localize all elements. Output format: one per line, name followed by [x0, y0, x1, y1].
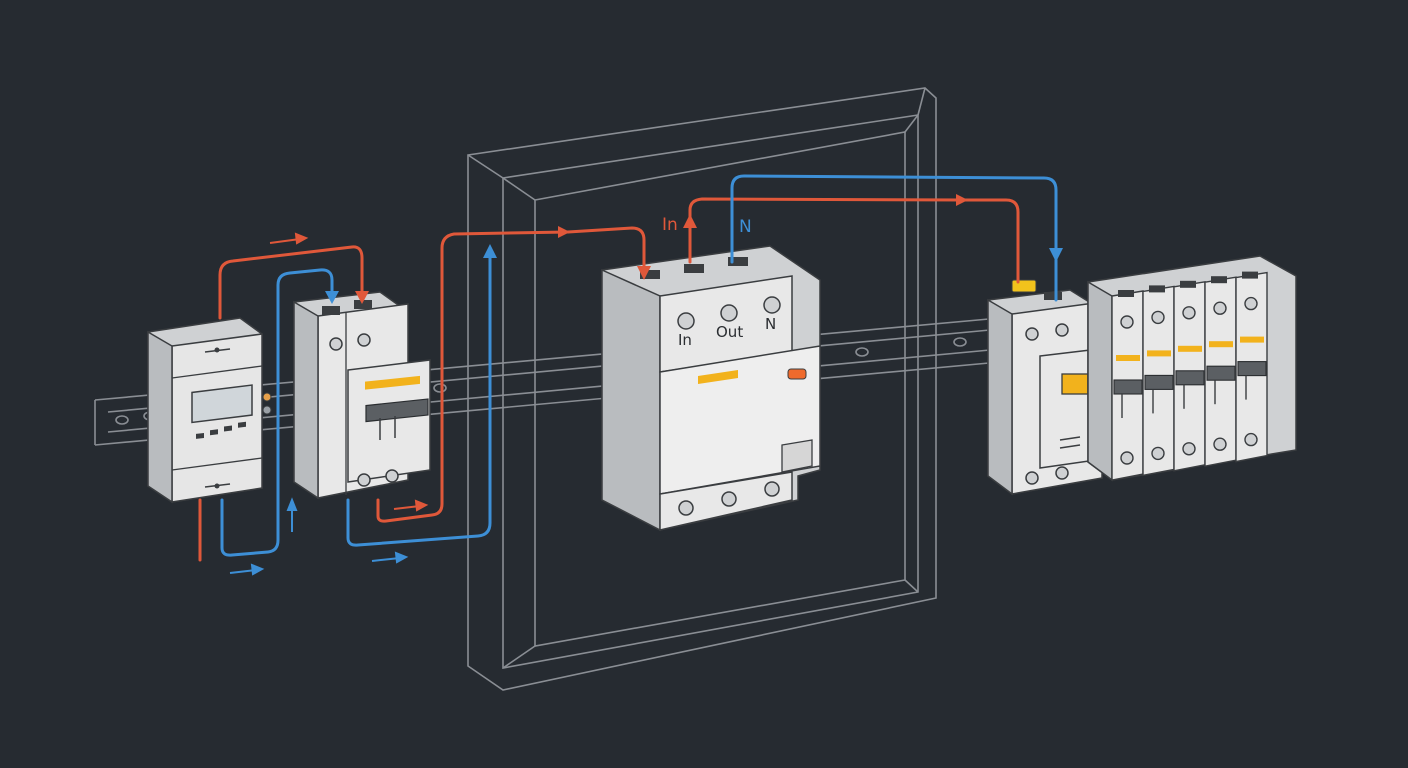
mcb-group — [1087, 255, 1297, 482]
terminal-label-in: In — [678, 331, 692, 349]
live-wire — [198, 197, 1020, 562]
mcb-module — [1111, 290, 1144, 481]
meter-led — [262, 405, 272, 415]
terminal-label-out: Out — [716, 323, 743, 341]
meter-display — [191, 384, 253, 424]
terminal-label-n: N — [765, 315, 776, 333]
meter-buttons — [196, 421, 246, 439]
mcb-module — [1204, 276, 1237, 468]
neutral-flow-arrows — [229, 497, 409, 576]
rcd-accent — [698, 370, 738, 384]
rcbo-test-button — [1061, 373, 1089, 395]
energy-meter — [147, 317, 272, 504]
wire-label-in: In — [662, 215, 678, 235]
rcd-indicator — [787, 368, 807, 380]
live-flow-arrows — [269, 232, 429, 512]
live-wire-arrows — [355, 194, 968, 304]
neutral-wire-arrows — [325, 244, 1063, 304]
mcb-module — [1235, 271, 1268, 463]
mcb-module — [1173, 280, 1206, 472]
enclosure-frame — [467, 87, 937, 691]
mcb-module — [1142, 285, 1175, 477]
breaker-accent — [365, 375, 420, 390]
rcbo-test-tab — [1011, 279, 1037, 293]
breaker-toggle — [365, 398, 429, 423]
meter-led — [262, 392, 272, 402]
main-breaker — [293, 291, 431, 500]
rcd: In Out N — [601, 245, 821, 532]
neutral-wire — [220, 174, 1058, 557]
wire-label-n: N — [739, 217, 752, 237]
